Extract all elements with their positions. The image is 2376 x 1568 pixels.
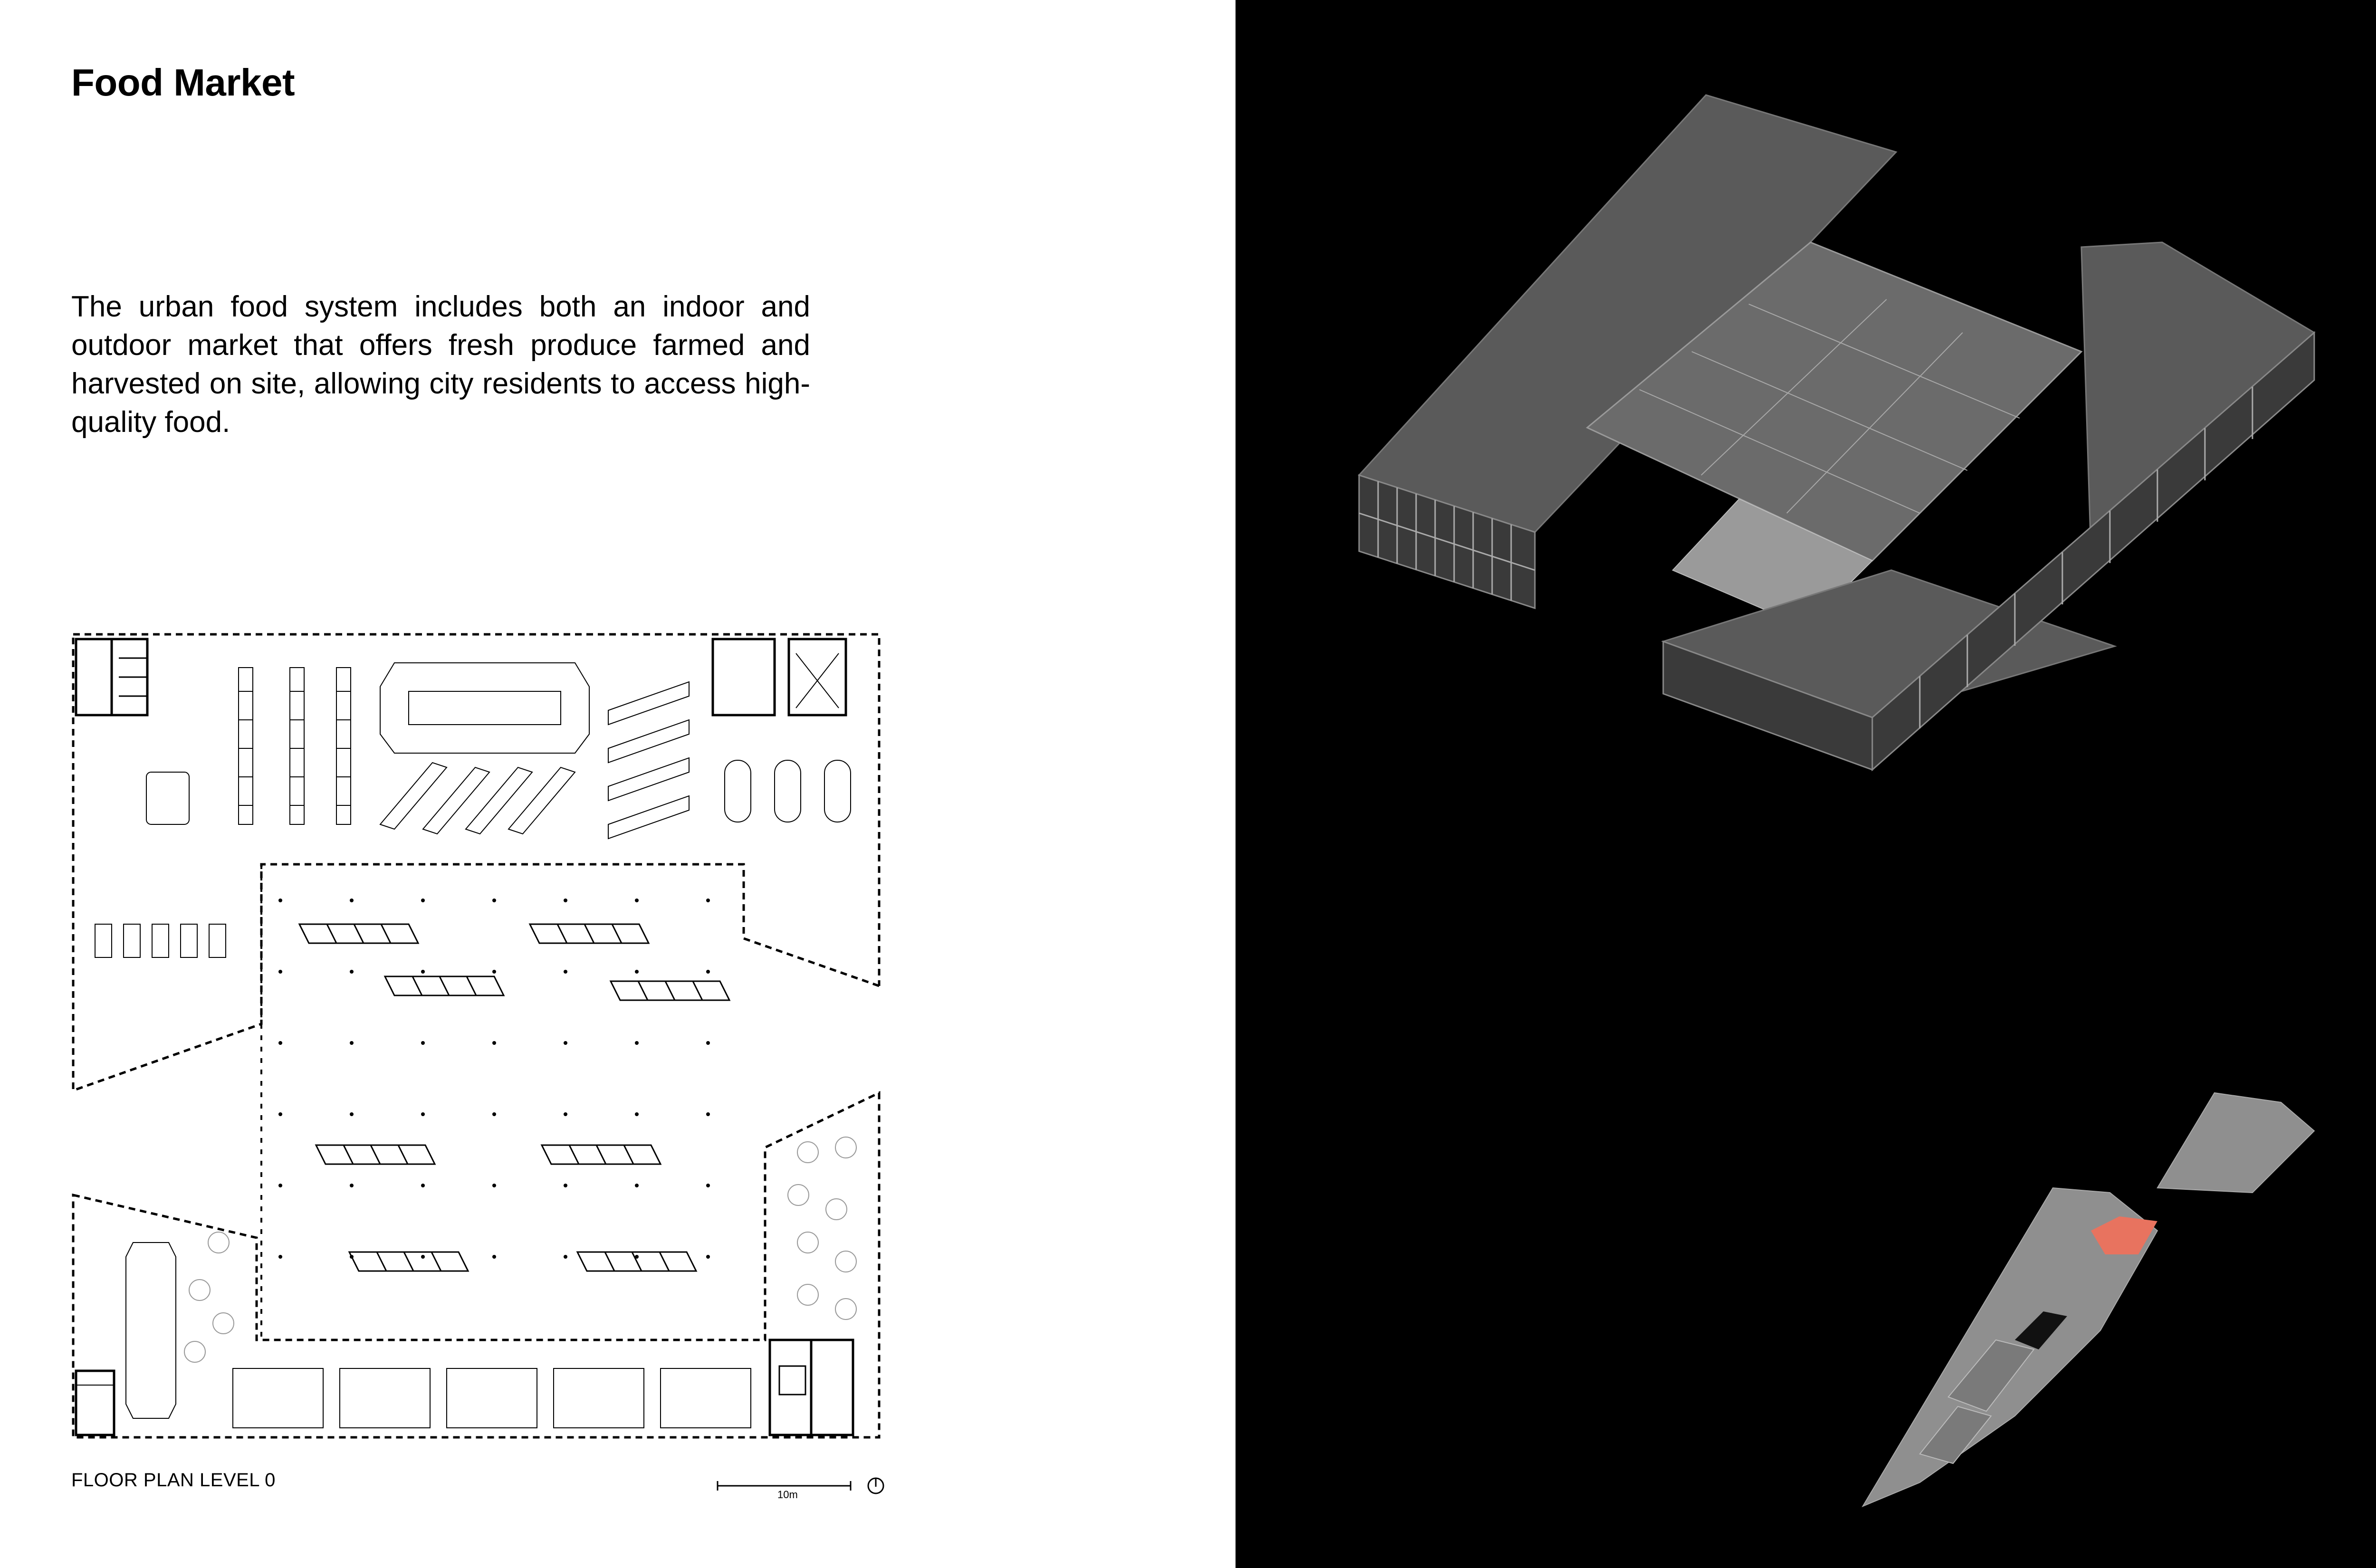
courtyard-stalls (298, 923, 731, 1272)
north-arrow-icon (867, 1477, 884, 1494)
stair-core-top-right (711, 638, 847, 717)
left-panel: Food Market The urban food system includ… (71, 61, 884, 1501)
right-wing-mullions (1919, 387, 2253, 728)
page-title: Food Market (71, 61, 295, 104)
shelving-rows (238, 667, 351, 825)
stair-core-bottom-left (75, 1369, 115, 1436)
axonometric-view (1358, 94, 2316, 772)
site-model (1861, 1092, 2315, 1508)
central-counter (380, 662, 590, 754)
produce-islands (146, 760, 851, 825)
plan-outline-lower (72, 1091, 881, 1439)
stair-core-bottom-right (768, 1339, 854, 1436)
site-void (2015, 1311, 2067, 1349)
right-wing-facade (1871, 331, 2315, 772)
left-wing-mullions (1359, 481, 1535, 601)
floor-plan (72, 633, 881, 1439)
floor-plan-caption: FLOOR PLAN LEVEL 0 (71, 1470, 276, 1491)
description-text: The urban food system includes both an i… (71, 290, 810, 439)
left-stalls (95, 924, 226, 958)
scale-bar (717, 1477, 884, 1494)
seating-clusters (184, 1137, 857, 1363)
canopy-panels (1639, 299, 2020, 514)
site-strip-upper (2156, 1092, 2315, 1194)
bottom-stalls (125, 1242, 751, 1428)
site-highlight-food-market (2091, 1216, 2157, 1254)
site-buildings (1919, 1405, 1992, 1464)
scale-bar-label: 10m (777, 1489, 798, 1501)
stair-core-top-left (75, 638, 149, 717)
plan-outline-upper (72, 633, 881, 1092)
display-tables-angled (379, 681, 690, 840)
column-grid (278, 899, 710, 1259)
site-buildings (1947, 1339, 2035, 1412)
